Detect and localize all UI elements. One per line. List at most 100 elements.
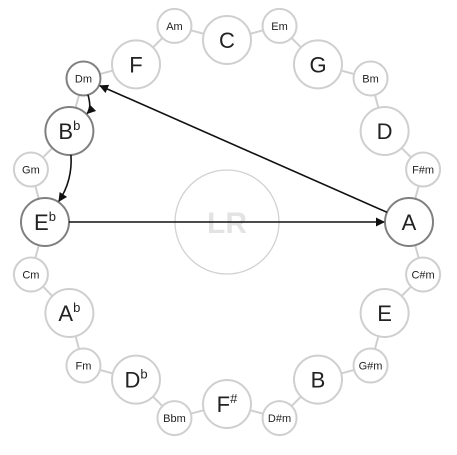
ring-connectors <box>34 29 420 415</box>
key-label: Bbm <box>163 413 186 425</box>
key-node-eb[interactable]: Eb <box>20 197 70 247</box>
ring-connector <box>34 185 40 200</box>
key-node-circle <box>359 106 410 156</box>
key-node-cm[interactable]: Cm <box>12 256 49 293</box>
arrow-dm-to-bb <box>86 94 97 115</box>
ring-connector <box>373 94 380 109</box>
progression-arrows <box>58 84 388 227</box>
key-node-gsm[interactable]: G#m <box>352 347 389 384</box>
key-label: G#m <box>359 361 383 373</box>
key-node-circle <box>44 288 95 338</box>
ring-connector <box>34 244 40 259</box>
center-label: LR <box>207 207 247 240</box>
key-node-circle <box>352 347 389 384</box>
key-node-dm[interactable]: Dm <box>65 60 102 97</box>
key-label: Bm <box>362 73 379 85</box>
key-node-bb[interactable]: Bb <box>44 106 95 156</box>
key-node-bbm[interactable]: Bbm <box>156 400 193 437</box>
key-label: Em <box>271 21 288 33</box>
key-node-bm[interactable]: Bm <box>352 60 389 97</box>
key-label: Bb <box>58 118 80 144</box>
key-node-csm[interactable]: C#m <box>405 256 442 293</box>
key-node-circle <box>405 151 442 188</box>
key-node-circle <box>111 354 161 405</box>
key-label: F <box>129 52 142 77</box>
key-label: B <box>311 368 326 393</box>
ring-connector <box>190 29 205 35</box>
key-node-f[interactable]: F <box>111 39 161 90</box>
key-label: Dm <box>75 73 92 85</box>
key-node-am[interactable]: Am <box>156 7 193 44</box>
ring-connector <box>290 37 302 49</box>
key-node-c[interactable]: C <box>202 15 252 65</box>
key-label: Db <box>124 367 147 393</box>
key-label: D#m <box>268 413 291 425</box>
key-node-circle <box>65 347 102 384</box>
ring-connector <box>340 368 355 375</box>
ring-connector <box>152 37 164 49</box>
key-label: Ab <box>58 300 80 326</box>
ring-connector <box>249 29 264 35</box>
ring-connector <box>152 395 164 407</box>
key-node-fm[interactable]: Fm <box>65 347 102 384</box>
key-node-a[interactable]: A <box>384 197 434 247</box>
key-label: F#m <box>412 164 434 176</box>
ring-connector <box>74 335 81 350</box>
ring-connector <box>290 395 302 407</box>
ring-connector <box>42 147 54 159</box>
key-node-d[interactable]: D <box>359 106 410 156</box>
key-node-circle <box>202 379 252 429</box>
key-node-circle <box>12 256 49 293</box>
key-node-gm[interactable]: Gm <box>12 151 49 188</box>
key-node-circle <box>293 39 343 90</box>
ring-connector <box>373 335 380 350</box>
ring-connector <box>99 368 114 375</box>
key-node-e[interactable]: E <box>359 288 410 338</box>
key-label: D <box>377 119 393 144</box>
key-label: E <box>377 301 392 326</box>
key-nodes: C EmG BmD F#mA C#mE G#mB D#m F# Bbm Db Fm Ab Cm Eb Gm B… <box>12 7 442 437</box>
key-node-circle <box>261 400 298 437</box>
key-node-circle <box>293 354 343 405</box>
key-node-fsm[interactable]: F#m <box>405 151 442 188</box>
key-node-circle <box>352 60 389 97</box>
key-node-circle <box>359 288 410 338</box>
key-node-ab[interactable]: Ab <box>44 288 95 338</box>
key-label: Fm <box>76 361 92 373</box>
ring-connector <box>74 94 81 109</box>
arrow-a-to-dm <box>99 84 388 214</box>
key-label: Am <box>166 21 183 33</box>
key-node-circle <box>202 15 252 65</box>
key-node-circle <box>65 60 102 97</box>
key-label: F# <box>217 391 238 417</box>
key-label: A <box>402 210 417 235</box>
key-node-circle <box>156 400 193 437</box>
ring-connector <box>414 185 420 200</box>
key-node-b[interactable]: B <box>293 354 343 405</box>
key-node-em[interactable]: Em <box>261 7 298 44</box>
ring-connector <box>400 147 412 159</box>
key-label: C#m <box>411 270 434 282</box>
ring-connector <box>249 409 264 415</box>
key-node-circle <box>261 7 298 44</box>
key-label: G <box>309 52 326 77</box>
key-node-circle <box>12 151 49 188</box>
ring-connector <box>42 285 54 297</box>
key-label: Eb <box>34 209 56 235</box>
key-node-fs[interactable]: F# <box>202 379 252 429</box>
key-node-circle <box>384 197 434 247</box>
key-node-dsm[interactable]: D#m <box>261 400 298 437</box>
key-label: Gm <box>22 164 40 176</box>
key-node-circle <box>44 106 95 156</box>
arrow-bb-to-eb <box>58 154 72 202</box>
ring-connector <box>190 409 205 415</box>
ring-connector <box>414 244 420 259</box>
key-node-db[interactable]: Db <box>111 354 161 405</box>
ring-connector <box>99 69 114 76</box>
key-label: C <box>219 28 235 53</box>
key-node-circle <box>111 39 161 90</box>
key-node-circle <box>405 256 442 293</box>
key-node-g[interactable]: G <box>293 39 343 90</box>
